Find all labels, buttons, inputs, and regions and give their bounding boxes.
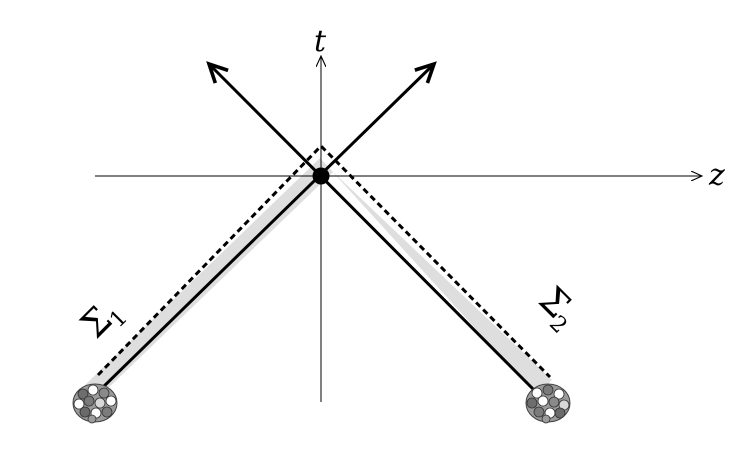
sheet-band-left — [85, 158, 333, 393]
sigma1-label: Σ 1 — [73, 299, 132, 346]
worldline-left-to-right — [96, 64, 434, 394]
sigma2-label: Σ 2 — [531, 279, 578, 338]
nucleus-icon-right — [525, 383, 571, 424]
collision-point — [312, 167, 330, 185]
nucleus-icon-left — [72, 383, 118, 424]
worldline-right-to-left — [209, 64, 539, 395]
t-axis-label: t — [314, 24, 327, 59]
sheet-band-right — [320, 158, 552, 395]
z-axis-label: z — [708, 158, 725, 193]
